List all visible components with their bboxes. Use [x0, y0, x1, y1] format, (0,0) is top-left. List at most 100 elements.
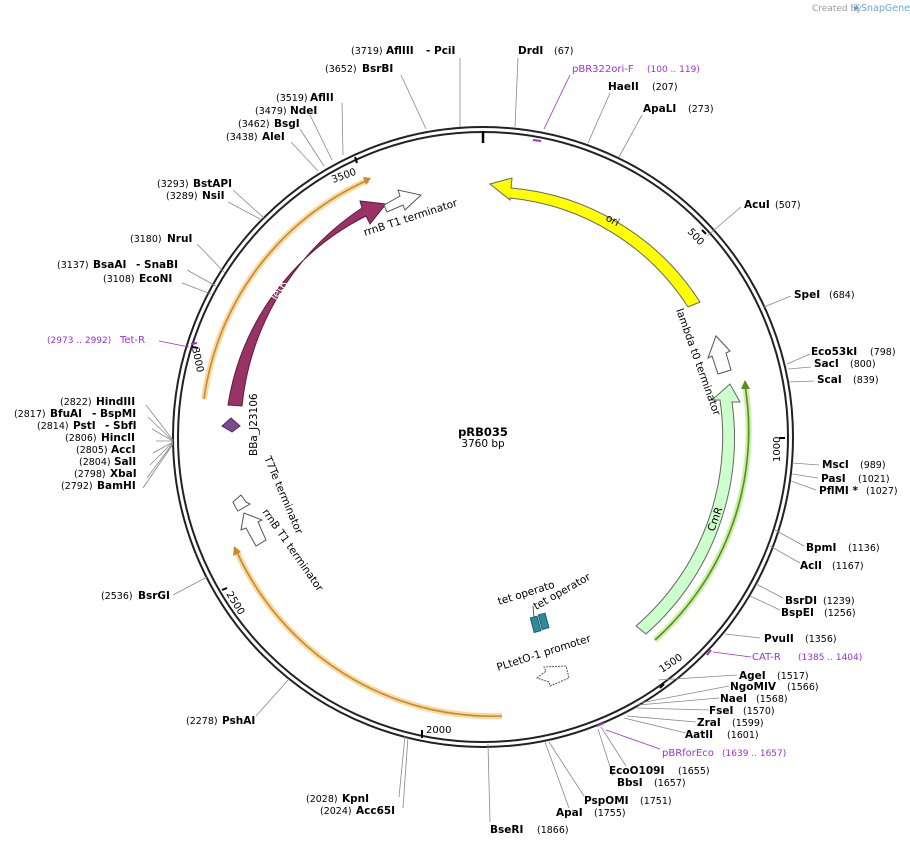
- site-pos: (3137): [57, 260, 89, 271]
- site-name: AatII: [685, 729, 713, 741]
- site-name: ApaLI: [643, 103, 676, 115]
- site-name: BsrDI: [785, 595, 817, 607]
- site-pos: (1755): [594, 808, 626, 819]
- site-pos: (273): [688, 104, 714, 115]
- site-name: AcuI: [744, 199, 770, 211]
- tick-label: 2000: [426, 725, 451, 736]
- site-pos: (2024): [320, 806, 352, 817]
- site-pos: (2278): [186, 716, 218, 727]
- orf-arc-tetr-arrow: [363, 177, 371, 185]
- site-name: SpeI: [794, 289, 820, 301]
- site-pos: (67): [554, 46, 574, 57]
- site-pos: (3519): [276, 93, 308, 104]
- plasmid-size: 3760 bp: [461, 438, 505, 450]
- site-name: - SnaBI: [136, 259, 178, 271]
- orf-arc-tetr: [203, 179, 369, 400]
- t7te-arrow-icon: [232, 494, 252, 512]
- primer-mark: [532, 139, 542, 142]
- site-pos: (2028): [306, 794, 338, 805]
- tick-label: 3000: [189, 346, 205, 373]
- primer-name: Tet-R: [119, 335, 145, 346]
- tet-operator-2-box: [537, 612, 550, 631]
- primer-range: (2973 .. 2992): [47, 336, 111, 346]
- site-pos: (1655): [678, 766, 710, 777]
- site-name-alt: SnaBI: [144, 259, 178, 271]
- tick-mark: [191, 346, 199, 349]
- site-name-alt: SbfI: [113, 420, 137, 432]
- site-pos: (1356): [805, 634, 837, 645]
- primer-range: (1385 .. 1404): [798, 653, 862, 663]
- site-pos: (1599): [732, 718, 764, 729]
- site-pos: (684): [829, 290, 855, 301]
- site-name: HaeII: [608, 81, 639, 93]
- orf-arcs: [201, 177, 752, 720]
- site-name: PspOMI: [584, 795, 629, 807]
- site-pos: (2805): [76, 445, 108, 456]
- site-name: BsgI: [274, 118, 300, 130]
- tick-mark: [354, 156, 358, 164]
- site-pos: (3180): [130, 234, 162, 245]
- primer-leader: [543, 74, 571, 130]
- site-pos: (1239): [823, 596, 855, 607]
- credit-text: Created by: [812, 4, 862, 14]
- site-name: AgeI: [739, 670, 766, 682]
- site-pos: (3289): [166, 191, 198, 202]
- site-name: AclI: [800, 560, 822, 572]
- site-name: HincII: [101, 432, 135, 444]
- site-name: - SbfI: [105, 420, 137, 432]
- site-name: BsaAI: [93, 259, 126, 271]
- site-pos: (839): [853, 375, 879, 386]
- site-name: BsrGI: [138, 590, 170, 602]
- backbone-outer-ring: [172, 126, 794, 748]
- orf-arc-cmr-arrow: [741, 380, 750, 389]
- site-pos: (1136): [848, 543, 880, 554]
- site-name: BpmI: [806, 542, 836, 554]
- restriction-sites: (3719) AflIII - PciI DrdI (67) (3652) Bs…: [14, 45, 898, 836]
- site-pos: (1566): [787, 682, 819, 693]
- snapgene-logo-icon: ❦: [852, 3, 860, 14]
- tick-mark: [221, 587, 228, 591]
- tetop-1-text: tet operator: [0, 0, 556, 608]
- site-pos: (3652): [325, 64, 357, 75]
- site-name: MscI: [822, 459, 849, 471]
- site-name: AflIII: [386, 45, 414, 57]
- site-name: NaeI: [720, 693, 747, 705]
- tick-label: 1500: [658, 652, 685, 675]
- site-name: BsrBI: [362, 63, 393, 75]
- orf-arc-bottom: [235, 549, 503, 717]
- orf-arc-bottom-glow: [233, 548, 503, 720]
- site-name: HindIII: [96, 396, 135, 408]
- site-pos: (2798): [74, 469, 106, 480]
- site-pos: (2804): [79, 457, 111, 468]
- primers: pBR322ori-F (100 .. 119) (2973 .. 2992) …: [47, 64, 862, 759]
- site-pos: (2814): [37, 421, 69, 432]
- primer-leader: [605, 729, 661, 750]
- site-pos: (800): [850, 359, 876, 370]
- site-pos: (1027): [866, 486, 898, 497]
- site-name: PflMI *: [819, 485, 858, 497]
- site-pos: (1568): [756, 694, 788, 705]
- site-name: PshAI: [222, 715, 255, 727]
- primer-leader: [158, 340, 190, 348]
- site-name: KpnI: [342, 793, 369, 805]
- site-pos: (2817): [14, 409, 46, 420]
- site-pos: (1167): [832, 561, 864, 572]
- rrnb-bottom-arrow-icon: [240, 512, 267, 547]
- site-pos: (3438): [226, 132, 258, 143]
- site-pos: (2536): [101, 591, 133, 602]
- tick-label: 1000: [772, 437, 783, 462]
- site-name: - PciI: [426, 45, 455, 57]
- site-name: FseI: [709, 705, 733, 717]
- primer-mark: [596, 722, 605, 727]
- primer-range: (1639 .. 1657): [722, 749, 786, 759]
- cmr-label: CmR: [706, 506, 726, 533]
- bba-promoter-icon: [221, 417, 241, 433]
- site-pos: (1751): [640, 796, 672, 807]
- site-name: BspEI: [781, 607, 814, 619]
- site-pos: (3479): [255, 106, 287, 117]
- site-leader-lines: [142, 57, 820, 823]
- site-name: NsiI: [202, 190, 225, 202]
- site-name: BstAPI: [193, 178, 232, 190]
- snapgene-credit: Created by ❦ SnapGene: [812, 3, 910, 14]
